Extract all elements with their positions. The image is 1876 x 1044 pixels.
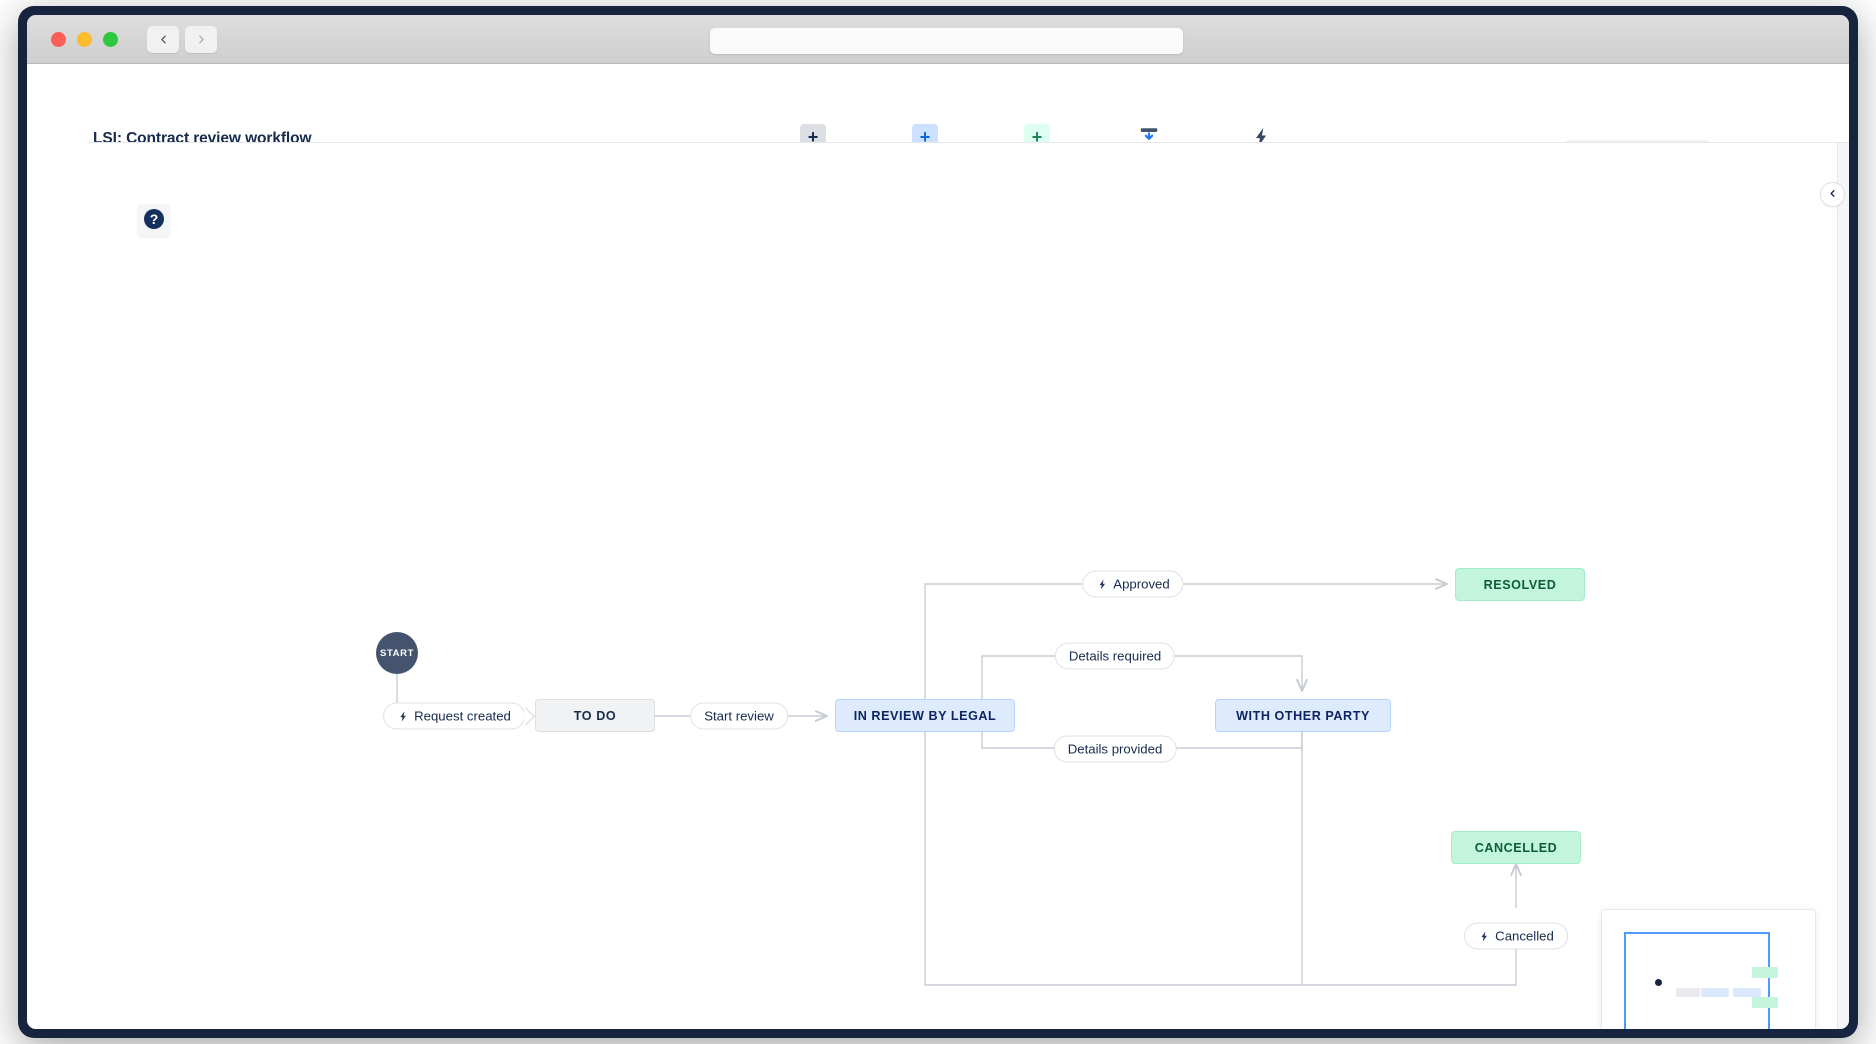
right-panel-rail	[1837, 143, 1849, 1029]
rule-bolt-icon	[1478, 930, 1490, 942]
browser-chrome-bar	[27, 15, 1849, 64]
transition-label: Details provided	[1067, 741, 1163, 757]
chevron-right-icon	[195, 33, 208, 46]
maximize-window-button[interactable]	[103, 32, 118, 47]
window-traffic-lights	[51, 32, 118, 47]
node-resolved[interactable]: RESOLVED	[1455, 568, 1585, 601]
minimap-node-cancelled	[1752, 997, 1778, 1008]
help-circle-icon: ?	[142, 207, 166, 236]
address-bar[interactable]	[710, 28, 1183, 54]
help-button[interactable]: ?	[137, 204, 171, 238]
rule-bolt-icon	[1248, 124, 1274, 150]
browser-window-content: LSI: Contract review workflow Used in 1 …	[27, 15, 1849, 1029]
node-todo[interactable]: TO DO	[535, 699, 655, 732]
minimize-window-button[interactable]	[77, 32, 92, 47]
transition-label: Details required	[1068, 648, 1162, 664]
node-with-other-party[interactable]: WITH OTHER PARTY	[1215, 699, 1391, 732]
minimap-node-todo	[1676, 988, 1700, 997]
minimap-node-in-review	[1701, 988, 1729, 997]
chevron-left-icon	[1827, 186, 1838, 204]
node-in-review-by-legal[interactable]: IN REVIEW BY LEGAL	[835, 699, 1015, 732]
transition-start-review[interactable]: Start review	[690, 702, 788, 730]
transition-label: Cancelled	[1495, 928, 1554, 944]
transition-request-created[interactable]: Request created	[383, 702, 525, 730]
workflow-header: LSI: Contract review workflow Used in 1 …	[27, 64, 1849, 178]
header-divider	[87, 142, 1849, 143]
chevron-left-icon	[157, 33, 170, 46]
minimap-viewport[interactable]	[1624, 932, 1770, 1029]
transition-label: Request created	[414, 708, 511, 724]
close-window-button[interactable]	[51, 32, 66, 47]
browser-navigation	[147, 26, 217, 53]
transition-label: Start review	[704, 708, 774, 724]
rule-bolt-icon	[397, 710, 409, 722]
minimap-node-other-party	[1733, 988, 1761, 997]
minimap[interactable]	[1601, 909, 1816, 1029]
minimap-node-start	[1655, 979, 1662, 986]
collapse-panel-button[interactable]	[1820, 182, 1845, 207]
node-cancelled[interactable]: CANCELLED	[1451, 831, 1581, 864]
back-button[interactable]	[147, 26, 179, 53]
forward-button[interactable]	[185, 26, 217, 53]
workflow-canvas[interactable]: ?	[27, 143, 1849, 1029]
browser-window: LSI: Contract review workflow Used in 1 …	[18, 6, 1858, 1038]
transition-approved[interactable]: Approved	[1082, 570, 1184, 598]
minimap-node-resolved	[1752, 967, 1778, 978]
rule-bolt-icon	[1096, 578, 1108, 590]
transition-details-required[interactable]: Details required	[1054, 642, 1176, 670]
node-start[interactable]: START	[376, 632, 418, 674]
svg-text:?: ?	[150, 211, 159, 227]
transition-label: Approved	[1113, 576, 1170, 592]
transition-cancelled[interactable]: Cancelled	[1464, 922, 1568, 950]
transition-details-provided[interactable]: Details provided	[1053, 735, 1177, 763]
